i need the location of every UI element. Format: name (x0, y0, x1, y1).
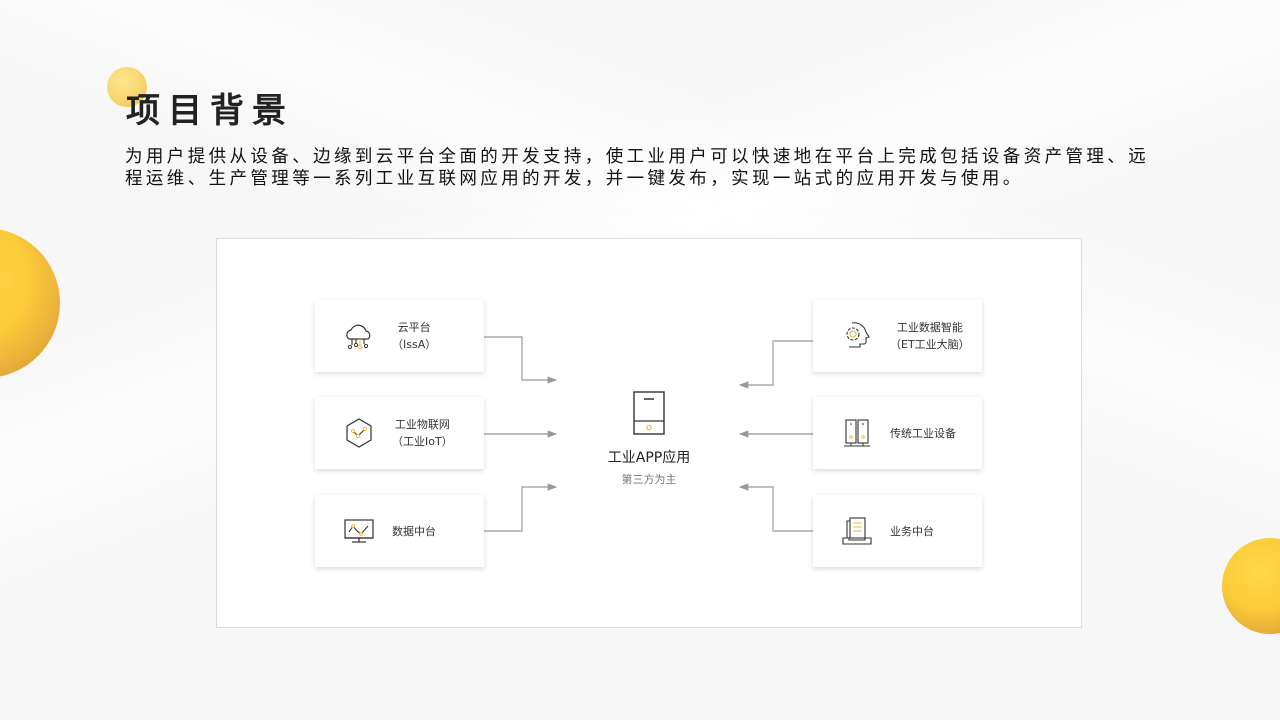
node-business-middle-platform: 业务中台 (813, 495, 982, 567)
center-node-subtitle: 第三方为主 (621, 473, 677, 486)
node-label: 云平台 (397, 321, 431, 334)
tablet-device-icon (633, 391, 665, 435)
node-industrial-data-intelligence: 工业数据智能 （ET工业大脑） (813, 300, 982, 372)
document-tray-icon (842, 517, 872, 545)
server-rack-icon (844, 419, 870, 447)
node-label: 工业物联网 (394, 418, 450, 431)
node-data-middle-platform: 数据中台 (315, 495, 484, 567)
cloud-network-icon (346, 324, 371, 350)
brain-gear-icon (846, 322, 870, 348)
node-traditional-equipment: 传统工业设备 (813, 397, 982, 469)
node-cloud-platform: 云平台 （IssA） (315, 300, 484, 372)
node-sublabel: （IssA） (392, 338, 437, 351)
node-label: 业务中台 (890, 524, 934, 538)
hexagon-iot-icon (346, 418, 372, 448)
center-node-title: 工业APP应用 (607, 450, 691, 466)
node-sublabel: （工业IoT） (392, 435, 453, 448)
node-label: 工业数据智能 (896, 321, 963, 334)
node-industrial-iot: 工业物联网 （工业IoT） (315, 397, 484, 469)
node-label: 传统工业设备 (890, 426, 956, 440)
page-description: 为用户提供从设备、边缘到云平台全面的开发支持，使工业用户可以快速地在平台上完成包… (125, 147, 1150, 189)
node-industrial-app: 工业APP应用 第三方为主 (562, 364, 736, 504)
monitor-chart-icon (344, 519, 374, 543)
node-label: 数据中台 (392, 524, 436, 538)
node-sublabel: （ET工业大脑） (890, 338, 970, 351)
decorative-ball-title (107, 67, 147, 107)
page-title: 项目背景 (126, 91, 294, 131)
